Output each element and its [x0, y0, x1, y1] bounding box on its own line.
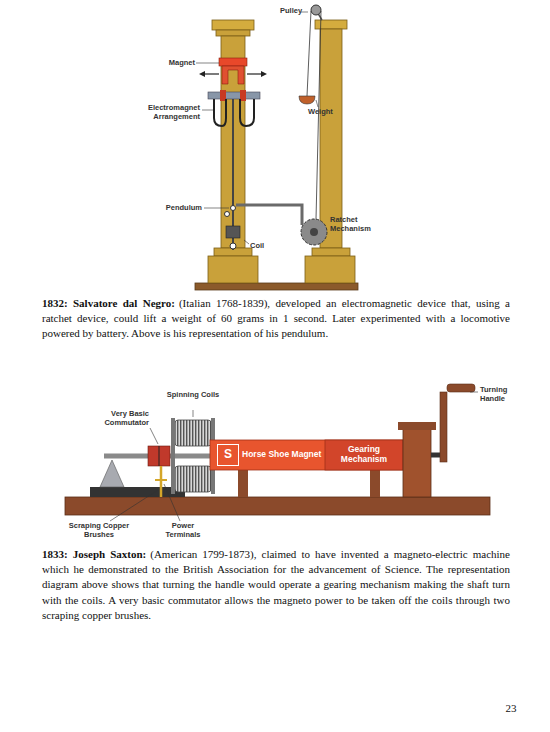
- part-label: Turning Handle: [480, 386, 530, 403]
- part-label: Very Basic Commutator: [95, 410, 149, 427]
- pole-marker: S: [217, 444, 239, 466]
- caption-lead: 1832: Salvatore dal Negro:: [42, 297, 175, 309]
- node-text: Gearing Mechanism: [329, 445, 399, 465]
- part-label: Ratchet Mechanism: [330, 216, 390, 233]
- dal-negro-apparatus: [195, 20, 358, 290]
- part-label: Coil: [250, 242, 280, 251]
- part-label: Weight: [308, 108, 348, 117]
- dal-negro-parts: [196, 5, 327, 250]
- part-label: Electromagnet Arrangement: [140, 104, 200, 121]
- part-label: Power Terminals: [160, 522, 206, 539]
- node-text: Horse Shoe Magnet: [242, 450, 321, 460]
- caption-paragraph: 1832: Salvatore dal Negro:(Italian 1768-…: [42, 296, 510, 342]
- part-label: Spinning Coils: [165, 391, 221, 400]
- caption-lead: 1833: Joseph Saxton:: [42, 548, 146, 560]
- caption-paragraph: 1833: Joseph Saxton:(American 1799-1873)…: [42, 547, 510, 623]
- page-number: 23: [496, 702, 526, 715]
- node-text: S: [224, 448, 232, 462]
- part-label: Pulley: [280, 7, 300, 16]
- part-label: Pendulum: [160, 204, 202, 213]
- part-label: Scraping Copper Brushes: [68, 522, 130, 539]
- gearing-box: Gearing Mechanism: [325, 440, 403, 470]
- magnet-bar: Horse Shoe Magnet S: [210, 440, 329, 470]
- saxton-machine: [65, 384, 490, 521]
- part-label: Magnet: [165, 59, 195, 68]
